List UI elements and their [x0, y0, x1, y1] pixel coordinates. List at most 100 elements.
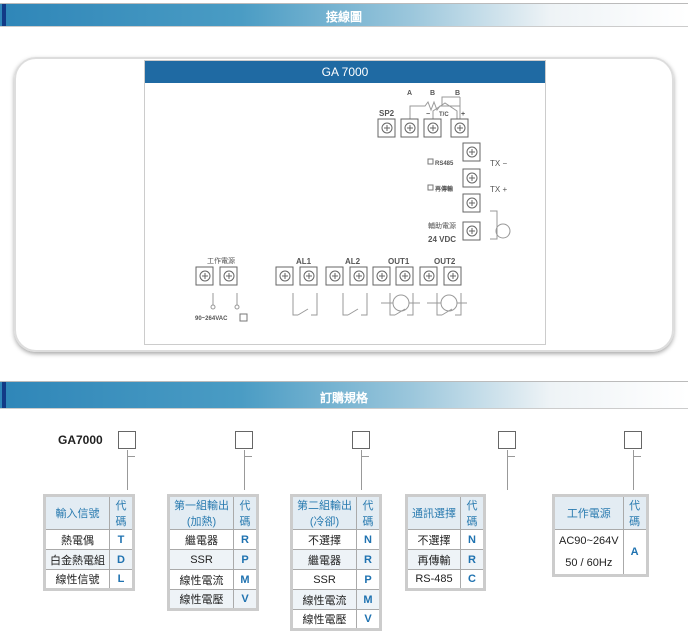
code-slot-1[interactable] [118, 431, 136, 449]
option-code: N [460, 529, 485, 550]
out1-wire [381, 293, 420, 316]
diagram-card [14, 57, 674, 352]
connector-tick [507, 456, 515, 457]
power-wire [212, 293, 238, 305]
power-label: 工作電源 [207, 256, 235, 265]
option-row: 熱電偶 T [44, 529, 134, 550]
option-header: 通訊選擇 [406, 495, 461, 530]
aux-load-icon [495, 223, 511, 239]
tc-plus: + [461, 111, 465, 118]
code-slot-3[interactable] [352, 431, 370, 449]
terminal-group [195, 118, 481, 286]
option-code: R [356, 549, 381, 570]
option-header-text: 第一組輸出 [174, 500, 229, 512]
option-header-text: 輸入信號 [55, 508, 100, 520]
option-code: L [109, 569, 134, 590]
option-header-sub: (冷卻) [309, 516, 340, 528]
option-label: 線性信號 [55, 574, 100, 586]
b-wire [441, 96, 461, 106]
connector-line [244, 450, 245, 490]
model-code-label: GA7000 [58, 433, 103, 447]
option-code: R [233, 529, 258, 550]
out2-load-icon [440, 294, 458, 312]
connector-line [507, 450, 508, 490]
order-banner: 訂購規格 [0, 381, 688, 409]
terminal-screw-icon [462, 168, 481, 188]
code-header: 代碼 [622, 495, 648, 530]
option-cell: 熱電偶 [44, 529, 110, 550]
out1-label: OUT1 [388, 257, 410, 266]
rtd-resistor-wire [409, 100, 461, 119]
option-row: 再傳輸 R [406, 549, 485, 570]
option-cell: 線性電流 [291, 589, 357, 610]
option-code: T [109, 529, 134, 550]
terminal-screw-icon [372, 266, 391, 286]
option-label: 不選擇 [308, 534, 341, 547]
tc-label: T/C [439, 112, 449, 118]
wiring-title: 接線圖 [325, 10, 362, 24]
tx-minus-label: TX − [490, 159, 507, 168]
option-code: D [109, 549, 134, 570]
retrans-checkbox [427, 184, 434, 191]
option-header: 輸入信號 [44, 495, 110, 530]
option-row: 不選擇 N [406, 529, 485, 550]
option-header-sub: (加熱) [186, 516, 217, 528]
option-label: 線性電流 [302, 594, 347, 607]
option-cell: 線性電流 [168, 569, 234, 590]
wiring-panel: GA 7000 A B B SP2 T/C − + RS485 再傳輸 TX −… [144, 60, 546, 345]
option-row: 繼電器 R [168, 529, 258, 550]
option-label: 線性電壓 [179, 594, 224, 606]
terminal-screw-icon [349, 266, 368, 286]
terminal-screw-icon [462, 193, 481, 213]
option-header: 第二組輸出 (冷卻) [291, 495, 357, 530]
option-label: RS-485 [415, 573, 453, 585]
option-label: 再傳輸 [417, 554, 451, 567]
option-label: 熱電偶 [61, 534, 94, 547]
option-cell: SSR [291, 569, 357, 590]
code-header: 代碼 [109, 495, 134, 530]
option-label: 繼電器 [185, 534, 218, 547]
rs485-checkbox [427, 158, 434, 165]
connector-tick [633, 456, 641, 457]
option-label: 繼電器 [308, 554, 341, 567]
code-slot-4[interactable] [498, 431, 516, 449]
terminal-screw-icon [299, 266, 318, 286]
option-label: 不選擇 [417, 534, 451, 547]
option-label: SSR [313, 573, 336, 586]
option-code: C [460, 569, 485, 590]
option-header: 工作電源 [553, 495, 624, 530]
option-code: R [460, 549, 485, 570]
tx-plus-label: TX + [490, 185, 507, 194]
terminal-screw-icon [462, 142, 481, 162]
option-code: V [356, 609, 381, 630]
model-header: GA 7000 [145, 61, 545, 83]
option-label: AC90~264V [559, 535, 619, 547]
option-code: V [233, 589, 258, 610]
terminal-screw-icon [443, 266, 462, 286]
power-checkbox [239, 313, 248, 322]
option-cell: 白金熱電組 [44, 549, 110, 570]
order-title: 訂購規格 [319, 391, 368, 405]
wiring-diagram: A B B SP2 T/C − + RS485 再傳輸 TX − TX + 輔助… [195, 90, 511, 322]
code-slot-5[interactable] [624, 431, 642, 449]
option-header-text: 工作電源 [566, 508, 611, 520]
option-row: 線性信號 L [44, 569, 134, 590]
label-a: A [407, 90, 412, 97]
option-header-text: 第二組輸出 [297, 500, 352, 512]
option-cell: 不選擇 [406, 529, 461, 550]
option-row: RS-485 C [406, 569, 485, 590]
code-slot-2[interactable] [235, 431, 253, 449]
option-cell: 線性信號 [44, 569, 110, 590]
label-b2: B [455, 90, 460, 97]
option-cell: 不選擇 [291, 529, 357, 550]
terminal-screw-icon [450, 118, 469, 138]
al1-label: AL1 [296, 257, 312, 266]
option-code: P [356, 569, 381, 590]
